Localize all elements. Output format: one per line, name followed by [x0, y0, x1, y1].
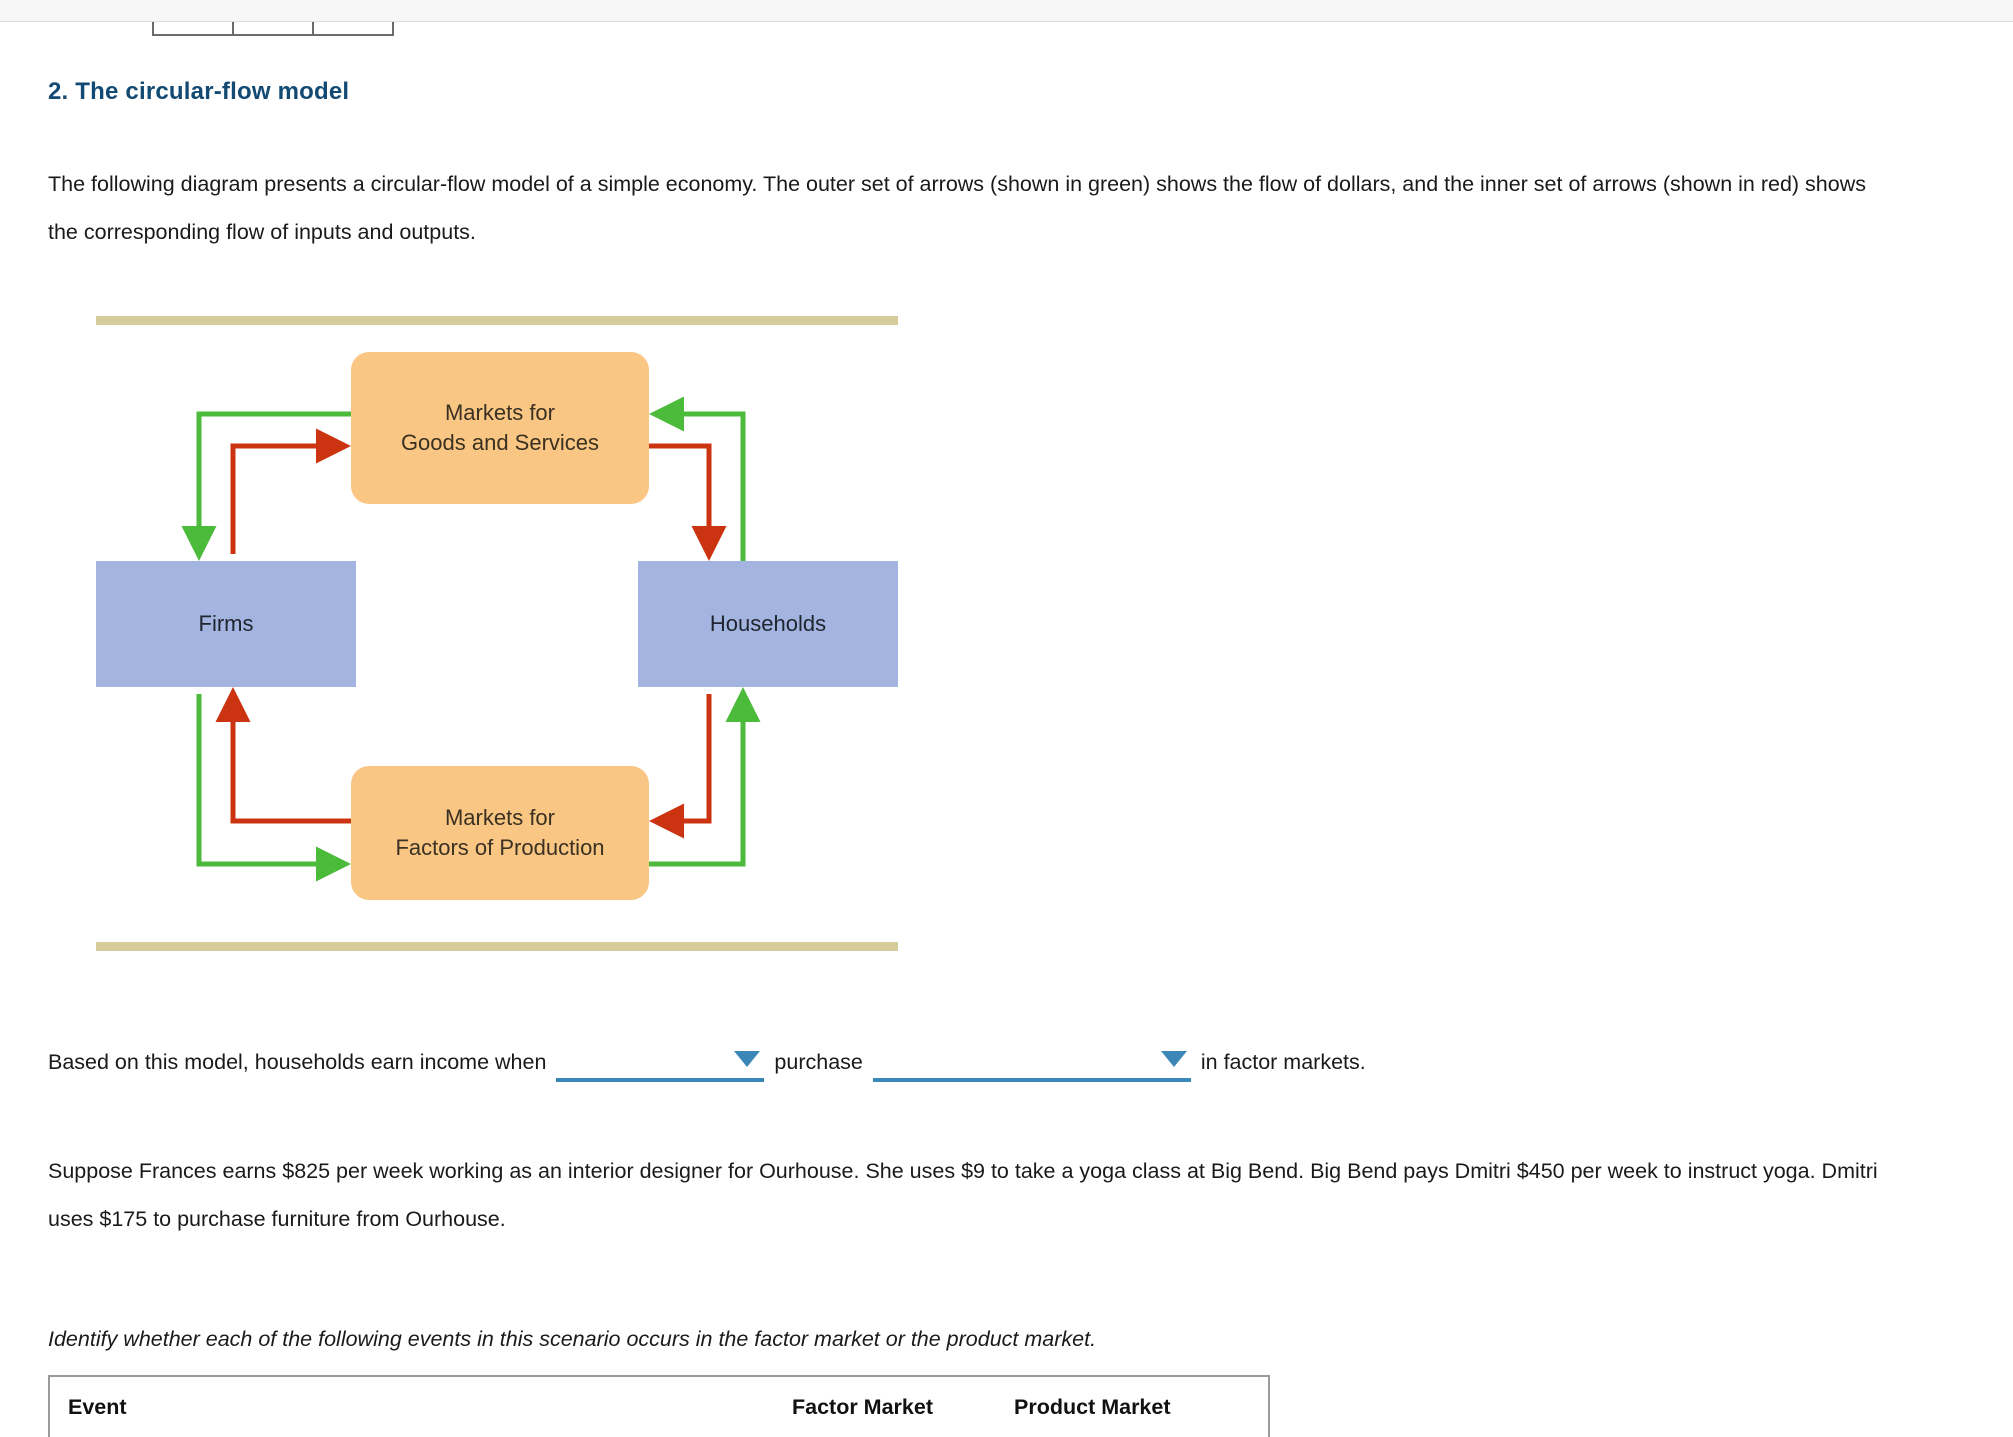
node-households: Households: [638, 561, 898, 687]
node-firms: Firms: [96, 561, 356, 687]
dropdown-subject[interactable]: [556, 1048, 765, 1082]
column-header-factor-market: Factor Market: [792, 1394, 933, 1419]
node-factors-line1: Markets for: [444, 805, 555, 830]
event-table-header-row: Event Factor Market Product Market: [50, 1377, 1268, 1437]
column-header-event: Event: [68, 1394, 127, 1419]
node-goods-line2: Goods and Services: [400, 430, 600, 455]
intro-paragraph: The following diagram presents a circula…: [48, 172, 1866, 244]
fill-in-suffix: in factor markets.: [1200, 1049, 1366, 1074]
fill-in-prefix: Based on this model, households earn inc…: [48, 1049, 547, 1074]
event-table: Event Factor Market Product Market: [48, 1375, 1270, 1437]
partial-table-cell: [232, 22, 314, 36]
diagram-bottom-rule: [96, 942, 898, 951]
diagram-top-rule: [96, 316, 898, 325]
partial-table-above: [152, 22, 394, 36]
fill-in-sentence: Based on this model, households earn inc…: [48, 1045, 1366, 1082]
flow-arrows: [181, 396, 761, 882]
dropdown-object[interactable]: [872, 1048, 1191, 1082]
partial-table-cell: [152, 22, 234, 36]
partial-table-cell: [312, 22, 394, 36]
node-markets-for-factors-of-production: Markets for Factors of Production: [351, 766, 649, 900]
node-factors-line2: Factors of Production: [395, 835, 605, 860]
circular-flow-diagram: Markets for Goods and Services Markets f…: [96, 316, 898, 951]
node-goods-line1: Markets for: [444, 400, 555, 425]
identify-instruction: Identify whether each of the following e…: [48, 1327, 1097, 1351]
page-title: 2. The circular-flow model: [48, 78, 350, 105]
node-markets-for-goods-and-services: Markets for Goods and Services: [351, 352, 649, 504]
page-top-divider: [0, 0, 2013, 22]
chevron-down-icon: [734, 1051, 761, 1067]
column-header-product-market: Product Market: [1014, 1394, 1171, 1419]
fill-in-middle: purchase: [774, 1049, 863, 1074]
scenario-paragraph: Suppose Frances earns $825 per week work…: [48, 1159, 1878, 1231]
chevron-down-icon: [1160, 1051, 1187, 1067]
